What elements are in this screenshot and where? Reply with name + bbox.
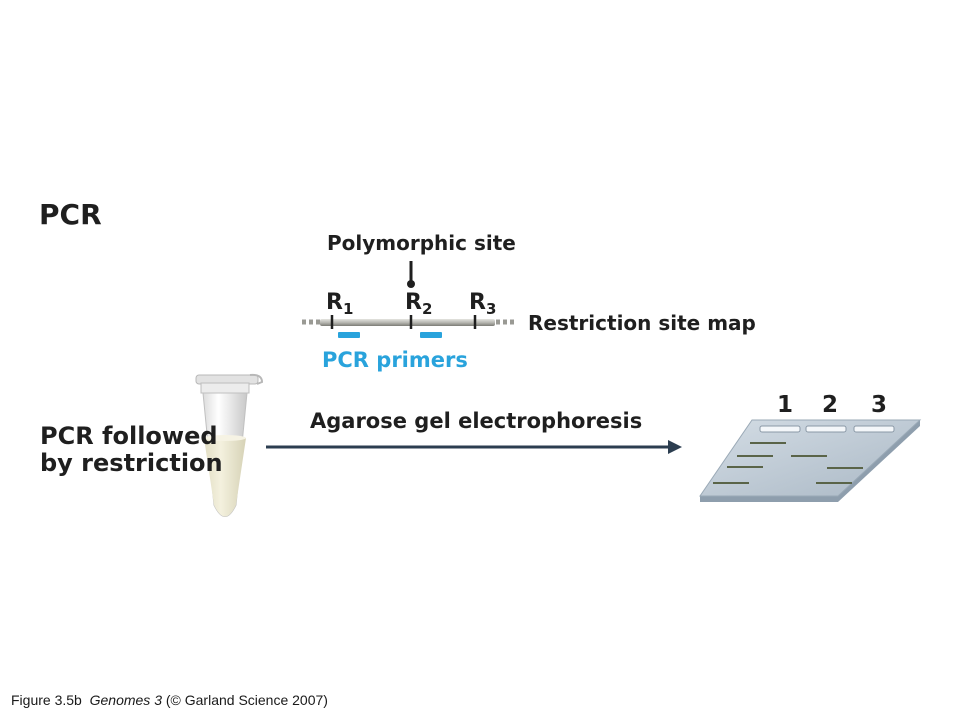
polymorphic-site-label: Polymorphic site [327, 231, 516, 255]
site-index: 3 [486, 300, 496, 318]
procedure-label-line2: by restriction [40, 449, 223, 477]
caption-suffix: (© Garland Science 2007) [165, 692, 328, 708]
site-letter: R [405, 290, 422, 315]
svg-text:R3: R3 [469, 290, 496, 318]
restriction-site-r3: R3 [469, 290, 496, 318]
site-index: 1 [343, 300, 353, 318]
caption-prefix: Figure 3.5b [11, 692, 82, 708]
site-index: 2 [422, 300, 432, 318]
arrow-label: Agarose gel electrophoresis [310, 409, 642, 433]
svg-text:R1: R1 [326, 290, 353, 318]
restriction-map-label: Restriction site map [528, 311, 756, 335]
lane-number-1: 1 [777, 392, 793, 418]
figure-caption: Figure 3.5b Genomes 3 (© Garland Science… [11, 692, 328, 708]
restriction-site-r1: R1 [326, 290, 353, 318]
gel-well [759, 425, 801, 433]
forward-primer [338, 332, 360, 338]
site-letter: R [326, 290, 343, 315]
svg-text:R2: R2 [405, 290, 432, 318]
polymorphic-pointer-dot [407, 280, 415, 288]
gel-well [805, 425, 847, 433]
reverse-primer [420, 332, 442, 338]
procedure-label-line1: PCR followed [40, 422, 218, 450]
restriction-site-r2: R2 [405, 290, 432, 318]
gel-well [853, 425, 895, 433]
agarose-gel [699, 419, 922, 502]
panel-title: PCR [39, 198, 102, 231]
pcr-tube-icon [195, 373, 264, 517]
lane-number-2: 2 [822, 392, 838, 418]
dna-strand [302, 319, 514, 326]
pcr-primers-label: PCR primers [322, 348, 468, 372]
caption-book: Genomes 3 [89, 692, 162, 708]
lane-number-3: 3 [871, 392, 887, 418]
site-letter: R [469, 290, 486, 315]
process-arrow-head [668, 440, 682, 454]
